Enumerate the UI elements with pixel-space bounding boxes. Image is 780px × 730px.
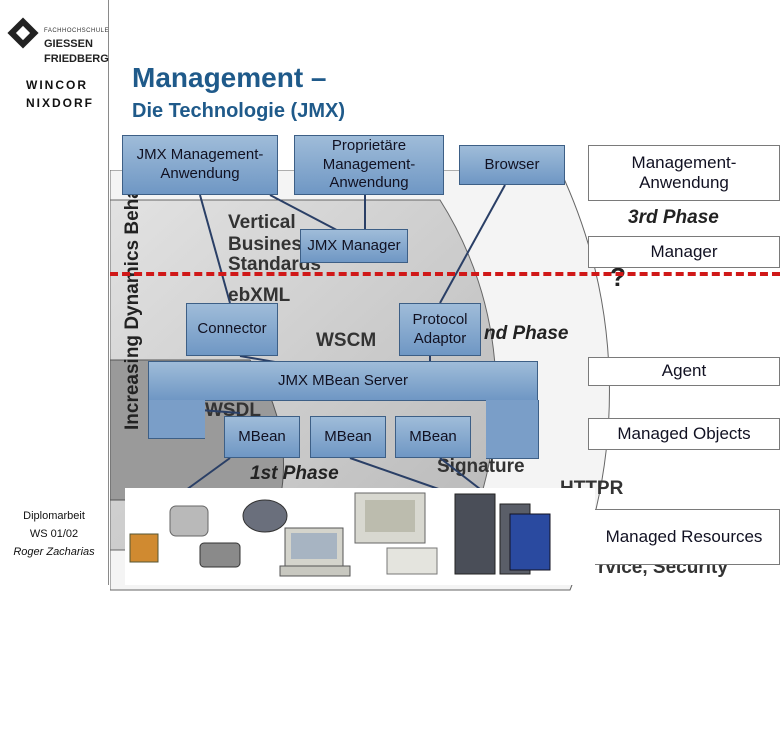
browser-box: Browser (459, 145, 565, 185)
device-mainframe-icon (509, 513, 551, 571)
label-management-app: Management-Anwendung (588, 145, 780, 201)
device-terminal-icon (354, 492, 426, 544)
phase-1st-label: 1st Phase (250, 463, 339, 484)
protocol-adaptor-box: Protocol Adaptor (399, 303, 481, 356)
phase-3rd-label: 3rd Phase (628, 207, 719, 228)
label-agent: Agent (588, 357, 780, 386)
page-subtitle: Die Technologie (JMX) (132, 100, 345, 122)
managed-devices-illustration (125, 488, 595, 585)
footer-line-2: WS 01/02 (29, 528, 79, 540)
phase-2nd-label: nd Phase (484, 323, 569, 344)
jmx-manager-box: JMX Manager (300, 229, 408, 263)
mbean-box-1: MBean (224, 416, 300, 458)
logo-line-1: GIESSEN (44, 38, 93, 50)
label-managed-resources: Managed Resources (588, 509, 780, 565)
device-phone-icon (199, 542, 241, 568)
device-card-icon (129, 533, 159, 563)
label-manager: Manager (588, 236, 780, 268)
logo-small-text: FACHHOCHSCHULE (44, 28, 110, 34)
mbean-server-box: JMX MBean Server (148, 361, 538, 401)
page-title: Management – (132, 62, 327, 93)
proprietary-management-app-box: Proprietäre Management-Anwendung (294, 135, 444, 195)
bg-text-vertical: Vertical (228, 212, 296, 233)
sidebar: FACHHOCHSCHULE GIESSEN FRIEDBERG WINCOR … (0, 0, 109, 585)
bg-text-wsdl: WSDL (205, 400, 261, 421)
mbean-box-2: MBean (310, 416, 386, 458)
mbean-server-left-leg (148, 400, 205, 439)
mbean-server-label: JMX MBean Server (277, 372, 409, 389)
bg-text-wscm: WSCM (316, 330, 377, 351)
label-managed-objects: Managed Objects (588, 418, 780, 450)
connector-box: Connector (186, 303, 278, 356)
logo-line-2: FRIEDBERG (44, 53, 109, 65)
footer-line-1: Diplomarbeit (23, 510, 85, 522)
device-pda-icon (169, 505, 209, 537)
mbean-box-3: MBean (395, 416, 471, 458)
jmx-management-app-box: JMX Management-Anwendung (122, 135, 278, 195)
question-mark: ? (610, 262, 626, 292)
footer-line-3: Roger Zacharias (13, 546, 95, 558)
device-computer-icon (279, 527, 351, 577)
bg-text-business: Business (228, 234, 313, 255)
device-printer-icon (386, 547, 438, 575)
bg-text-standards: Standards (228, 254, 321, 275)
mbean-server-right-leg (486, 400, 539, 459)
brand-line-2: NIXDORF (26, 96, 94, 110)
brand-line-1: WINCOR (26, 78, 88, 92)
device-mouse-icon (242, 499, 288, 533)
manager-agent-divider (110, 272, 780, 276)
bg-text-ebxml: ebXML (228, 285, 291, 306)
